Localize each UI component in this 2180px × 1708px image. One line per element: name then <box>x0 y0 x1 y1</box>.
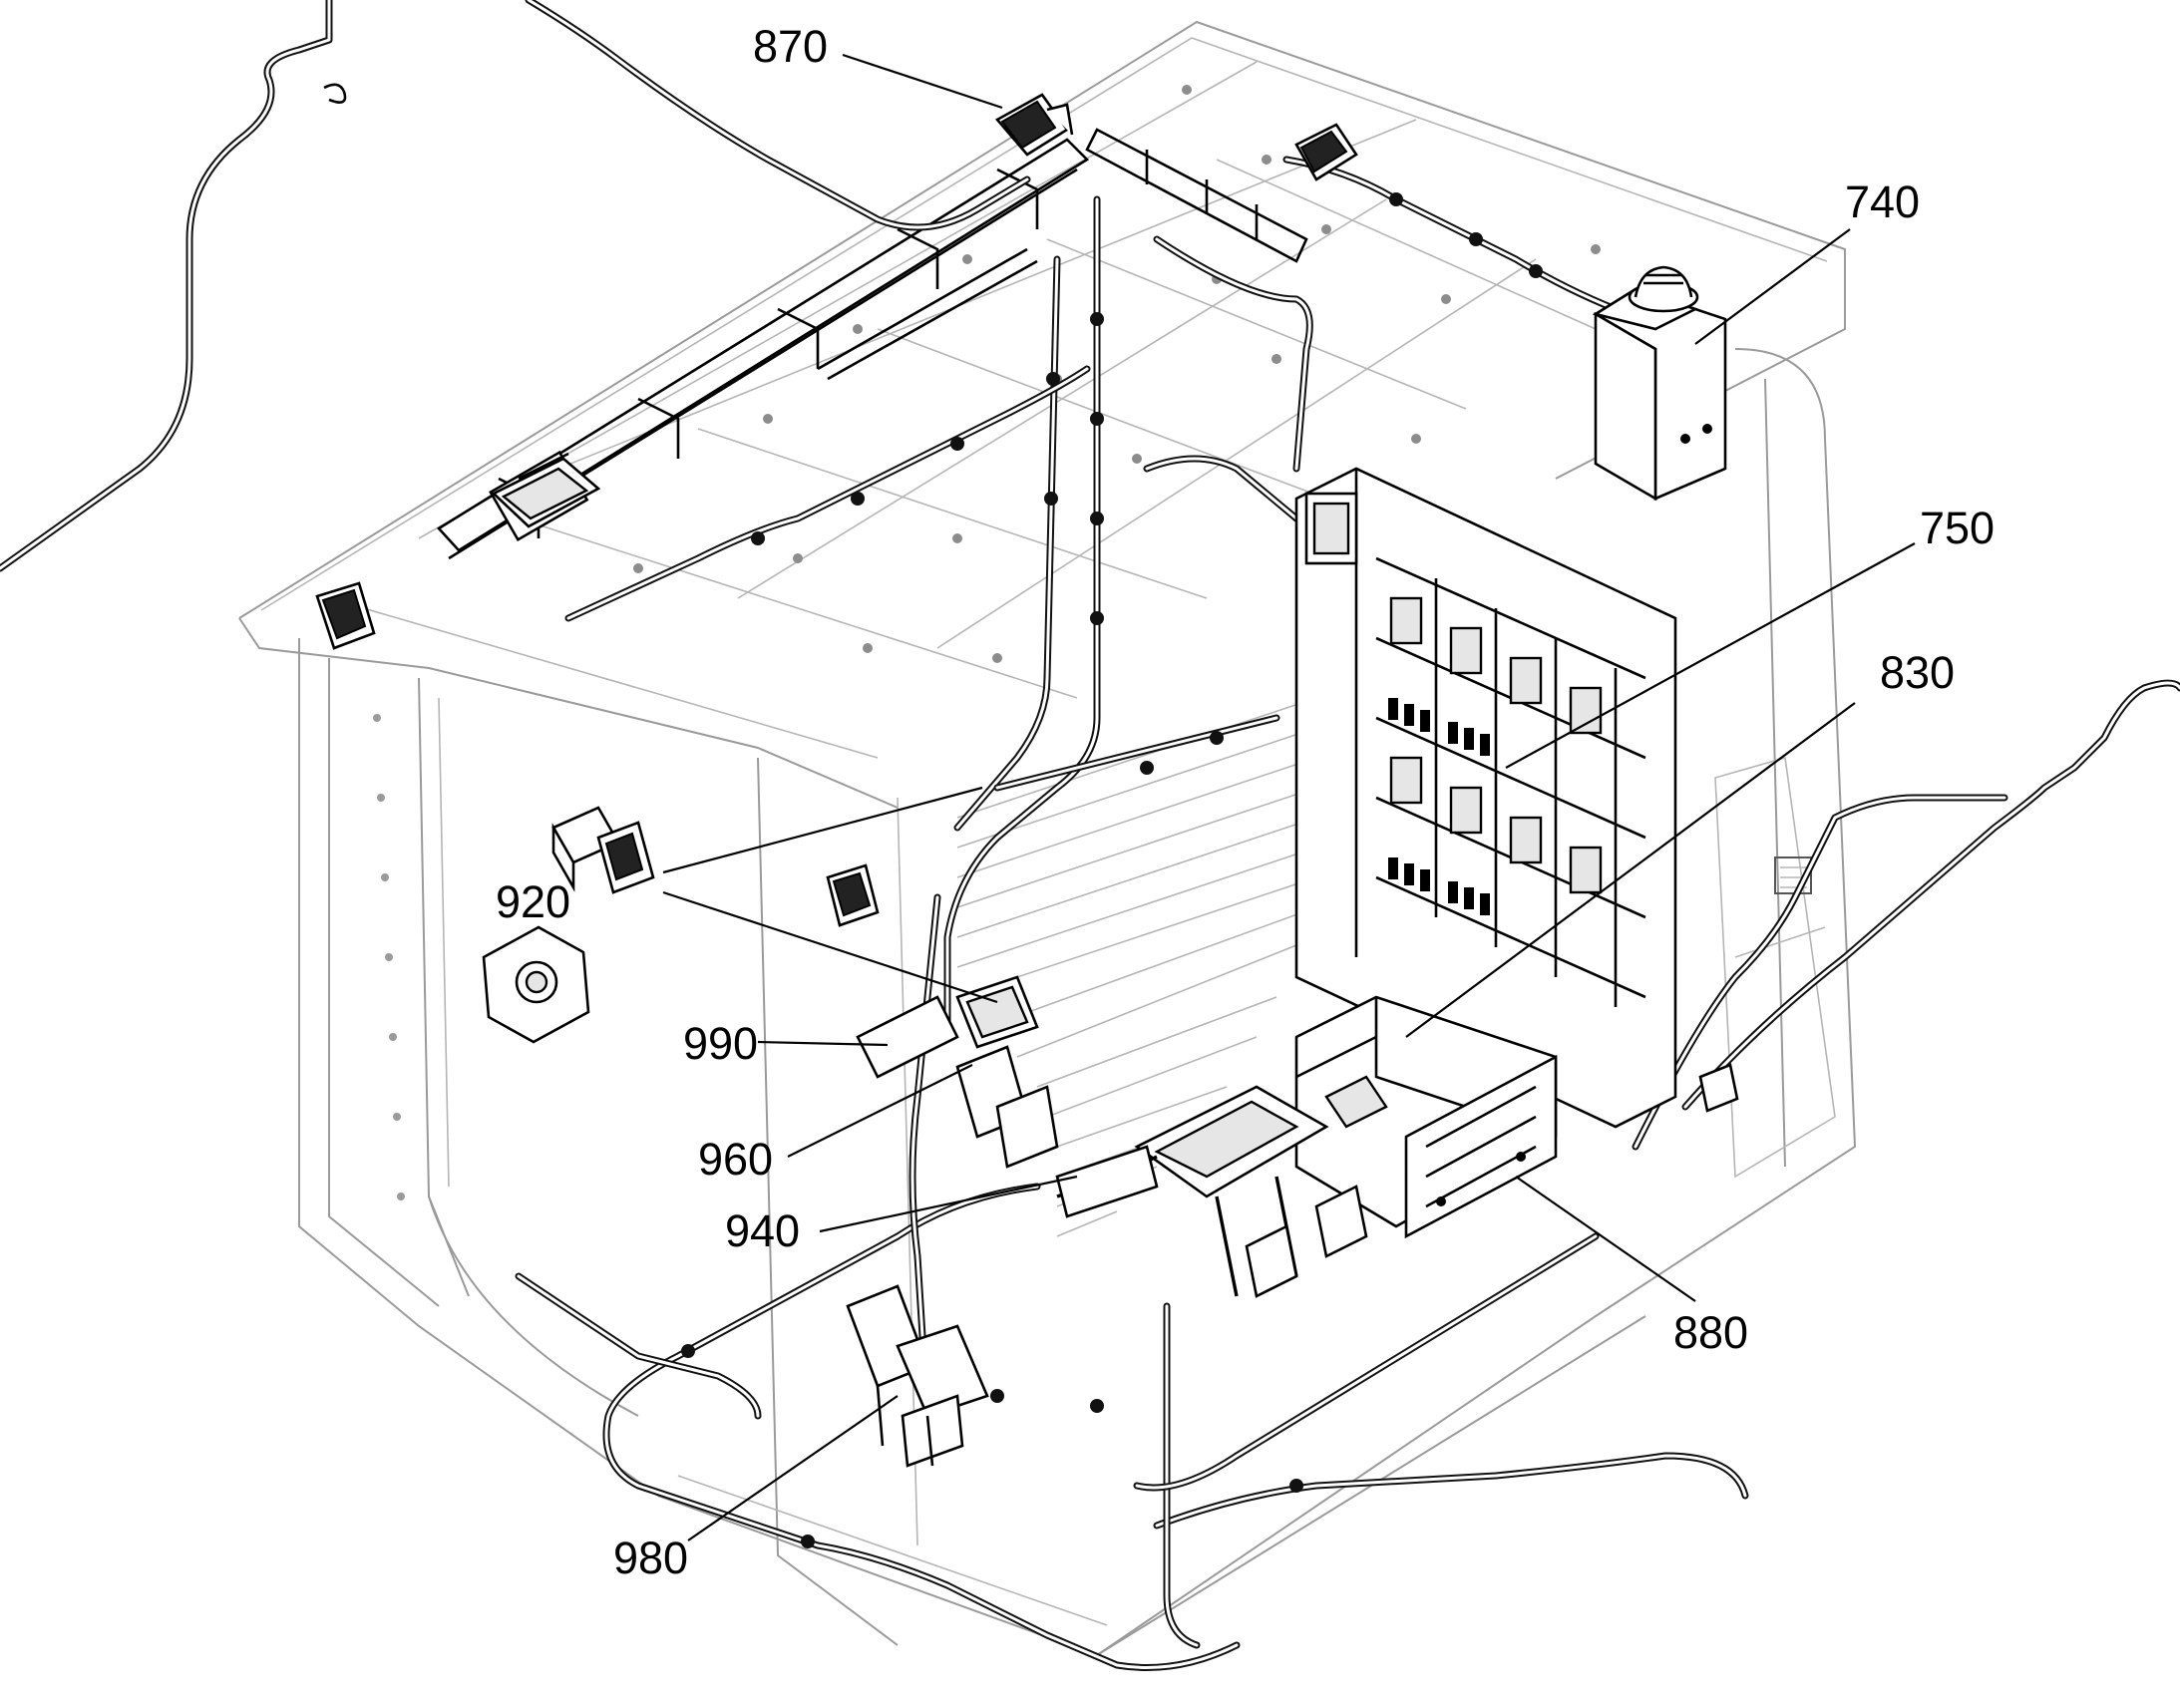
wiring-harness <box>0 0 2180 1671</box>
callout-980: 980 <box>613 1533 688 1583</box>
beacon-740 <box>1592 265 1727 502</box>
frame-rivets <box>373 714 405 1200</box>
callout-830: 830 <box>1880 647 1955 698</box>
floor-junction <box>1056 1085 1368 1298</box>
roof-lamp-870 <box>994 93 1358 181</box>
plate-880 <box>1404 1054 1558 1239</box>
front-work-lamp <box>315 581 880 927</box>
callout-880: 880 <box>1673 1307 1748 1358</box>
roof-bolts <box>633 85 1601 663</box>
callout-920: 920 <box>496 876 570 927</box>
cable-ties <box>681 192 1543 1548</box>
leader-lines <box>662 53 1916 1541</box>
switch-920 <box>482 806 655 1044</box>
callout-960: 960 <box>698 1134 773 1185</box>
callout-990: 990 <box>683 1018 758 1069</box>
vent-grille <box>1774 856 1812 894</box>
control-block-960 <box>955 1045 1059 1169</box>
pedal-980 <box>846 1284 989 1468</box>
control-block-990 <box>856 975 1039 1079</box>
arm-940 <box>1055 1145 1159 1218</box>
side-connector <box>1698 1063 1739 1113</box>
callout-740: 740 <box>1845 176 1920 227</box>
callout-870: 870 <box>753 21 828 72</box>
callouts: 870 740 750 830 920 990 960 940 880 980 <box>496 21 1995 1583</box>
roof-module <box>491 457 601 528</box>
electrical-cabinet-750 <box>1294 467 1677 1129</box>
cabinet-modules <box>1389 596 1603 894</box>
cabinet-fuse-row <box>1388 698 1490 915</box>
callout-940: 940 <box>725 1205 800 1256</box>
callout-750: 750 <box>1920 503 1995 553</box>
